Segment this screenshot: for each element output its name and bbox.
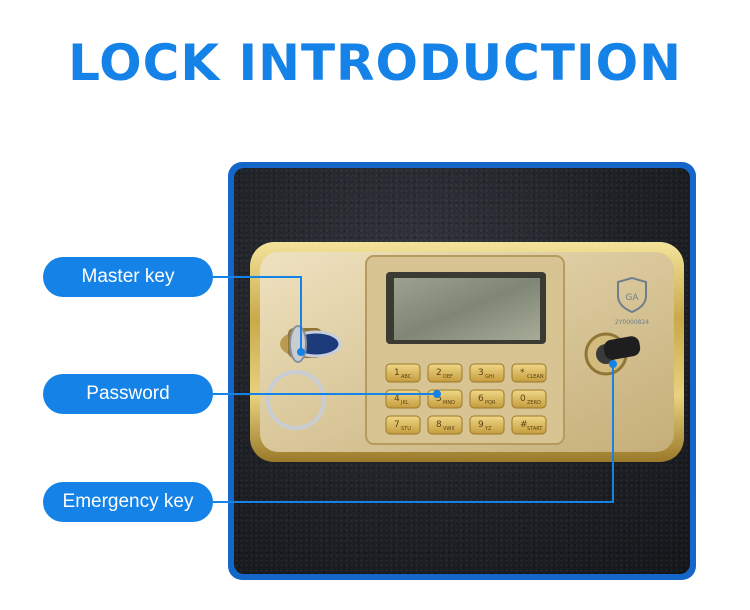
keypad-key-number: 1 [394,368,400,378]
keypad-key-number: 5 [436,394,442,404]
certification-badge: GA 2Y0000824 [615,276,649,326]
password-label: Password [43,374,213,414]
keypad-key-number: * [520,368,525,378]
keypad-key-letters: ABC [401,374,412,380]
keypad-key-letters: PQR [485,400,496,406]
keypad-key-number: 2 [436,368,442,378]
keypad-key-number: 6 [478,394,484,404]
keypad-key-number: 7 [394,420,400,430]
keypad-key-letters: START [527,426,543,432]
keypad-key-letters: ZERO [527,400,541,406]
keypad-key[interactable]: *CLEAN [511,363,547,383]
lcd-screen [394,278,540,340]
master-key-label: Master key [43,257,213,297]
keypad-key-number: 8 [436,420,442,430]
keypad-key-number: 3 [478,368,484,378]
keypad-key-letters: GHI [485,374,494,380]
badge-code: 2Y0000824 [615,319,649,326]
keypad-key-letters: JKL [400,400,409,406]
keypad-key-letters: STU [401,426,411,432]
keypad-key-letters: YZ [484,426,492,432]
page-title: LOCK INTRODUCTION [68,34,682,92]
emergency-key-label: Emergency key [43,482,213,522]
keypad-key-letters: VWX [443,426,455,432]
keypad-key-letters: MNO [443,400,455,406]
keypad-key[interactable]: #START [511,415,547,435]
badge-mark: GA [625,293,639,303]
keypad-key-number: 9 [478,420,484,430]
keypad-key-number: 0 [520,394,526,404]
keypad-key-letters: CLEAN [527,374,544,380]
keypad-key-letters: DEF [443,374,453,380]
keypad-key-number: 4 [394,394,400,404]
